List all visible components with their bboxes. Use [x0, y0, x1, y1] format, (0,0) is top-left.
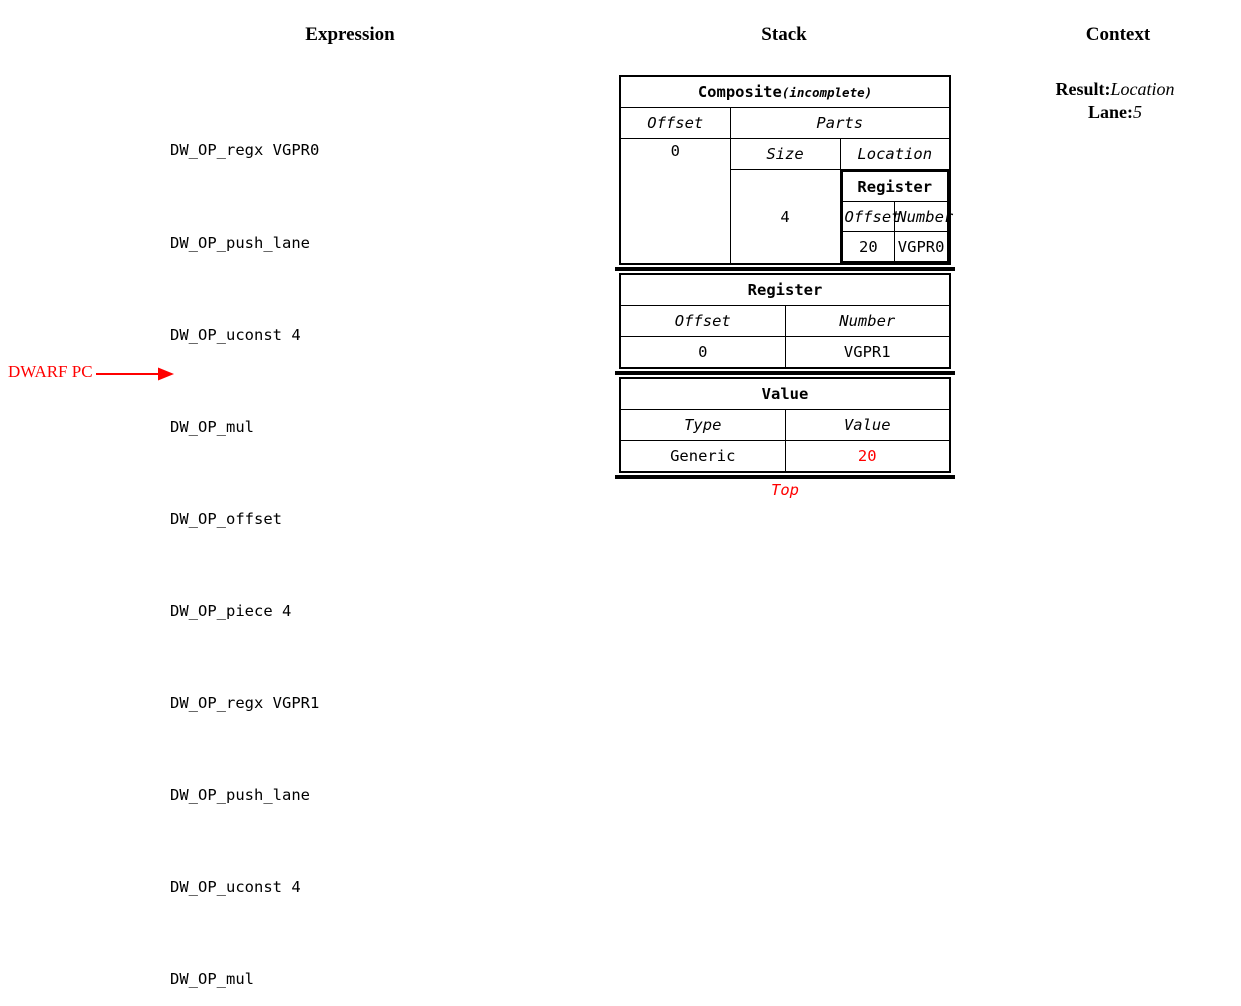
context-result-value: Location [1110, 79, 1175, 99]
table-row: Generic 20 [619, 440, 951, 473]
page-title-expression: Expression [305, 24, 395, 45]
context-result-key: Result: [1055, 79, 1111, 99]
register-table: Register Offset Number 0 VGPR1 [619, 273, 951, 369]
expression-line: DW_OP_uconst 4 [170, 878, 301, 897]
expression-line: DW_OP_regx VGPR0 [170, 141, 320, 160]
stack-top-label: Top [771, 481, 799, 499]
value-type-value: Generic [619, 440, 786, 473]
value-value-header: Value [784, 409, 951, 441]
page-title-stack: Stack [761, 24, 807, 45]
register-number-header: Number [784, 305, 951, 337]
composite-title-suffix: (incomplete) [781, 85, 873, 100]
table-row: Value [619, 377, 951, 410]
part-size-value: 4 [729, 169, 841, 265]
value-table: Value Type Value Generic 20 [619, 377, 951, 473]
expression-line: DW_OP_offset [170, 509, 282, 528]
expression-line: DW_OP_piece 4 [170, 601, 292, 620]
composite-location-header: Location [839, 138, 951, 170]
expression-line: DW_OP_mul [170, 417, 254, 436]
table-row: 20 VGPR0 [840, 231, 949, 263]
inner-register-title: Register [841, 170, 949, 202]
stack-separator [615, 371, 955, 375]
stack-frame-value: Value Type Value Generic 20 [610, 377, 960, 479]
value-value-value: 20 [784, 440, 951, 473]
composite-table: Composite(incomplete) Offset Parts 0 Siz… [619, 75, 953, 265]
page-title-context: Context [1085, 24, 1151, 45]
dwarf-pc-marker: DWARF PC [8, 362, 174, 388]
table-row: Register [619, 273, 951, 306]
context-result-row: Result:Location [1000, 78, 1230, 101]
value-title: Value [619, 377, 951, 410]
stack-separator [615, 267, 955, 271]
expression-line: DW_OP_push_lane [170, 233, 310, 252]
expression-line: DW_OP_uconst 4 [170, 325, 301, 344]
dwarf-pc-label: DWARF PC [8, 362, 93, 381]
composite-title-cell: Composite(incomplete) [619, 75, 951, 108]
composite-parts-header: Parts [729, 107, 951, 139]
context-block: Result:Location Lane:5 [1000, 78, 1230, 124]
register-title: Register [619, 273, 951, 306]
context-lane-value: 5 [1133, 102, 1142, 122]
stack-frame-register: Register Offset Number 0 VGPR1 [610, 273, 960, 375]
context-lane-key: Lane: [1088, 102, 1133, 122]
table-row: Offset Number [619, 305, 951, 337]
composite-title: Composite [697, 83, 782, 101]
inner-register-offset-value: 20 [840, 231, 896, 263]
expression-line: DW_OP_push_lane [170, 786, 310, 805]
arrow-right-icon [96, 365, 174, 388]
inner-register-table: Register Offset Number 20 VGPR0 [840, 170, 953, 263]
table-row: Offset Number [840, 201, 953, 232]
composite-offset-value: 0 [619, 138, 731, 264]
composite-offset-header: Offset [619, 107, 731, 139]
composite-size-header: Size [729, 138, 841, 170]
table-row: Offset Parts [619, 107, 951, 139]
table-row: Composite(incomplete) [619, 75, 951, 108]
expression-line: DW_OP_mul [170, 970, 254, 989]
stack-frame-composite: Composite(incomplete) Offset Parts 0 Siz… [610, 75, 960, 271]
register-offset-header: Offset [619, 305, 786, 337]
register-number-value: VGPR1 [784, 336, 951, 369]
context-lane-row: Lane:5 [1000, 101, 1230, 124]
table-row: Register [841, 170, 949, 202]
table-row: Type Value [619, 409, 951, 441]
stack-column: Composite(incomplete) Offset Parts 0 Siz… [610, 75, 960, 499]
inner-register-number-header: Number [894, 201, 953, 232]
table-row: 0 Size Location [619, 138, 951, 264]
expression-listing: DW_OP_regx VGPR0 DW_OP_push_lane DW_OP_u… [170, 74, 319, 1006]
expression-line: DW_OP_regx VGPR1 [170, 693, 320, 712]
inner-register-offset-header: Offset [840, 201, 901, 232]
stack-separator [615, 475, 955, 479]
inner-register-number-value: VGPR0 [894, 231, 949, 263]
part-location-cell: Register Offset Number 20 VGPR0 [839, 169, 953, 265]
register-offset-value: 0 [619, 336, 786, 369]
table-row: 4 Register Offset Number [620, 169, 953, 265]
table-row: 0 VGPR1 [619, 336, 951, 369]
value-type-header: Type [619, 409, 786, 441]
